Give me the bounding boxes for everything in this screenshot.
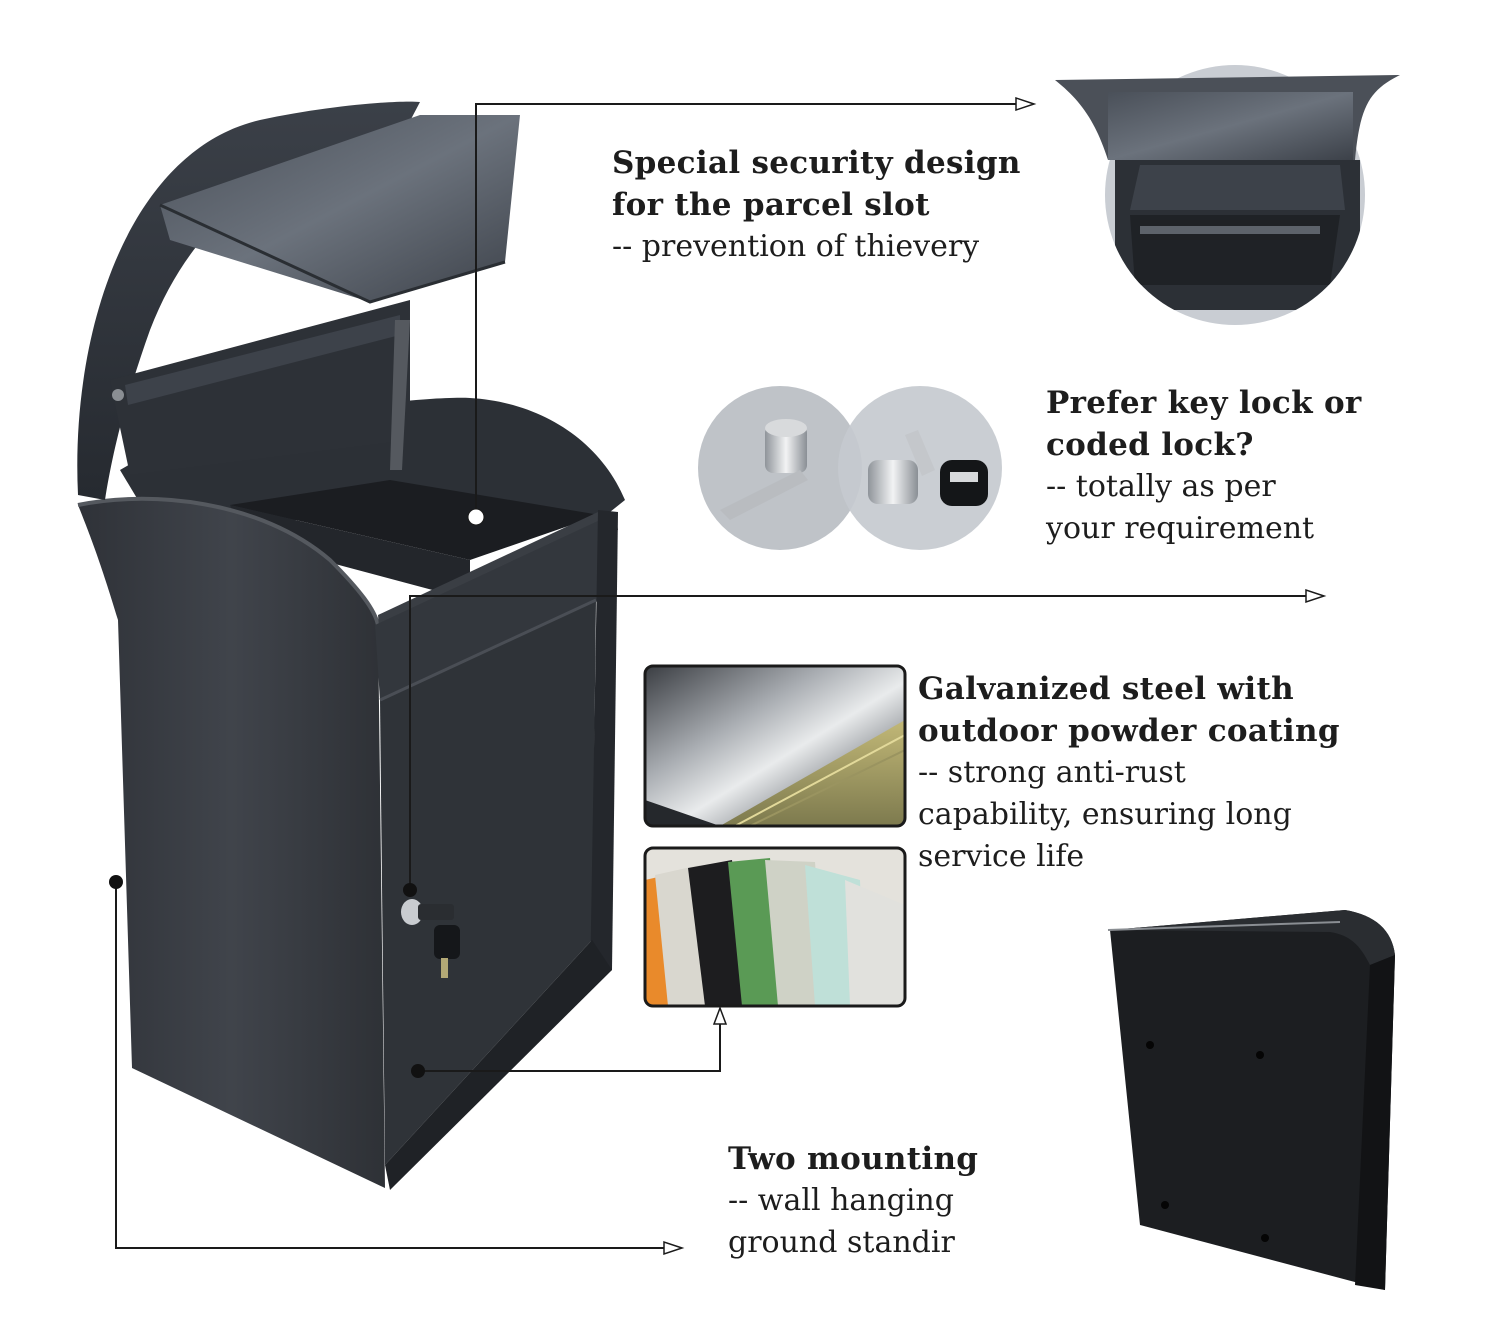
feature-mounting-title: Two mounting xyxy=(728,1141,979,1177)
arrow-lock xyxy=(1305,588,1327,604)
feature-mounting-detail: -- wall hanging ground standir xyxy=(728,1183,955,1260)
color-swatch-image xyxy=(643,846,907,1008)
feature-lock-title: Prefer key lock or coded lock? xyxy=(1046,385,1362,463)
arrow-security xyxy=(1015,96,1037,112)
feature-security-title: Special security design for the parcel s… xyxy=(612,145,1021,223)
feature-security-callout: Special security design for the parcel s… xyxy=(612,142,1072,268)
door-lock xyxy=(401,899,460,978)
dot-lock xyxy=(403,883,417,897)
arrow-mounting xyxy=(663,1240,685,1256)
leader-security xyxy=(475,103,1025,517)
arrow-steel xyxy=(712,1005,728,1025)
leader-dots xyxy=(109,508,485,1078)
dot-steel xyxy=(411,1064,425,1078)
feature-security-detail: -- prevention of thievery xyxy=(612,229,980,264)
slot-detail-image xyxy=(1055,65,1400,325)
feature-mounting-callout: Two mounting -- wall hanging ground stan… xyxy=(728,1138,990,1264)
main-product-image xyxy=(77,101,625,1190)
feature-steel-title: Galvanized steel with outdoor powder coa… xyxy=(918,671,1340,749)
feature-lock-detail: -- totally as per your requirement xyxy=(1046,469,1315,546)
leader-arrowheads xyxy=(663,96,1327,1256)
feature-steel-detail: -- strong anti-rust capability, ensuring… xyxy=(918,755,1292,874)
dot-mounting xyxy=(109,875,123,889)
locks-image xyxy=(698,386,1002,550)
leader-lines xyxy=(115,103,1315,1249)
leader-lock xyxy=(409,595,1315,890)
galvanized-steel-image xyxy=(643,664,907,828)
feature-lock-callout: Prefer key lock or coded lock? -- totall… xyxy=(1046,382,1486,550)
feature-steel-callout: Galvanized steel with outdoor powder coa… xyxy=(918,668,1478,878)
dot-security xyxy=(467,508,485,526)
leader-steel xyxy=(418,1016,721,1072)
wall-mounted-box-image xyxy=(1107,910,1395,1290)
leader-mounting xyxy=(115,882,672,1249)
